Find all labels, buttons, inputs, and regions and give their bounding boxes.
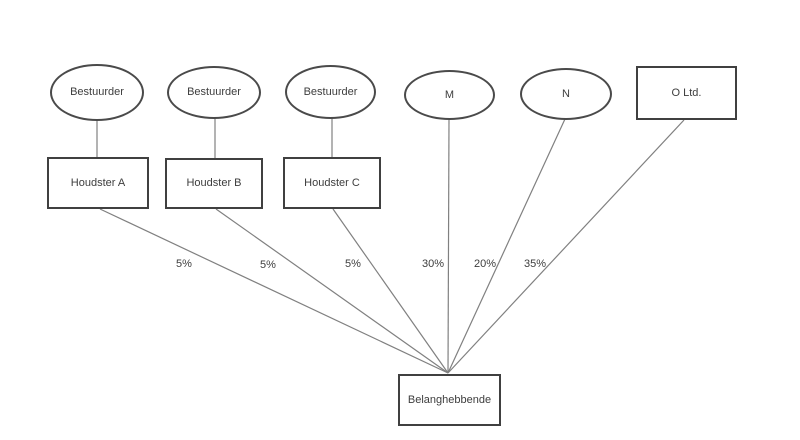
node-bestuurder-2: Bestuurder	[167, 66, 261, 119]
edge-label-houdster-c: 5%	[345, 258, 361, 270]
node-o-ltd: O Ltd.	[636, 66, 737, 120]
node-houdster-a-label: Houdster A	[70, 176, 126, 189]
node-n-label: N	[562, 87, 570, 100]
edge-oltd-belanghebbende	[447, 119, 685, 374]
node-houdster-a: Houdster A	[47, 157, 149, 209]
node-m-label: M	[444, 88, 455, 101]
edge-houdsterB-belanghebbende	[215, 208, 449, 374]
node-houdster-c-label: Houdster C	[304, 176, 360, 189]
edge-label-houdster-b: 5%	[260, 259, 276, 271]
edge-label-m: 30%	[421, 258, 445, 270]
edge-label-o-ltd: 35%	[523, 258, 547, 270]
edge-label-n: 20%	[473, 258, 497, 270]
edge-houdsterA-belanghebbende	[99, 208, 449, 374]
node-o-ltd-label: O Ltd.	[671, 86, 702, 99]
node-houdster-b-label: Houdster B	[186, 177, 242, 190]
edge-m-belanghebbende	[447, 118, 450, 374]
edge-label-houdster-a: 5%	[176, 258, 192, 270]
node-houdster-b: Houdster B	[165, 158, 263, 209]
node-bestuurder-3-label: Bestuurder	[303, 85, 358, 98]
node-bestuurder-1-label: Bestuurder	[70, 86, 124, 99]
node-bestuurder-3: Bestuurder	[285, 65, 376, 119]
node-bestuurder-2-label: Bestuurder	[187, 86, 241, 99]
node-n: N	[520, 68, 612, 120]
node-bestuurder-1: Bestuurder	[50, 64, 144, 121]
node-belanghebbende-label: Belanghebbende	[407, 393, 492, 406]
edge-houdsterC-belanghebbende	[332, 208, 449, 374]
node-m: M	[404, 70, 495, 120]
node-belanghebbende: Belanghebbende	[398, 374, 501, 426]
node-houdster-c: Houdster C	[283, 157, 381, 209]
edge-n-belanghebbende	[447, 118, 566, 374]
